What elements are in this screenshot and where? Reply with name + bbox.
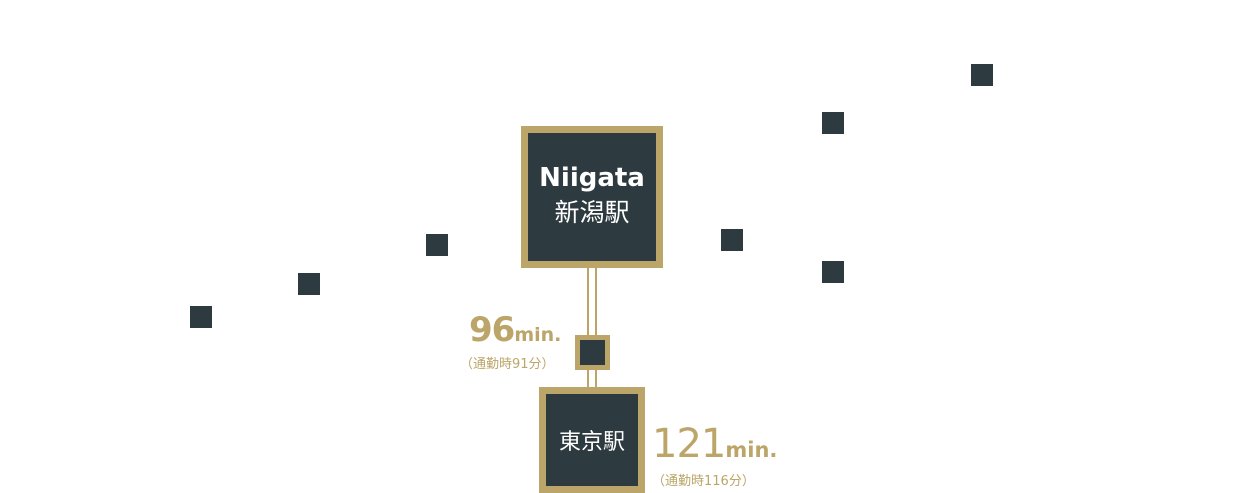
intermediate-station-box — [575, 335, 610, 370]
niigata-name-jp: 新潟駅 — [554, 198, 630, 228]
station-marker — [426, 234, 448, 256]
station-marker — [822, 261, 844, 283]
tokyo-commute-note: （通勤時116分） — [652, 474, 755, 489]
station-marker — [190, 306, 212, 328]
tokyo-travel-time: 121min. — [652, 421, 777, 467]
station-marker — [822, 112, 844, 134]
rail-line — [587, 266, 597, 336]
mid-time-unit: min. — [514, 324, 562, 346]
tokyo-time-value: 121 — [652, 421, 726, 467]
tokyo-name-jp: 東京駅 — [558, 430, 625, 455]
station-marker — [721, 229, 743, 251]
station-marker — [971, 64, 993, 86]
mid-time-value: 96 — [469, 310, 515, 350]
rail-line — [587, 369, 597, 389]
mid-commute-note: （通勤時91分） — [460, 357, 555, 372]
station-marker — [298, 273, 320, 295]
niigata-station-box: Niigata 新潟駅 — [521, 126, 663, 268]
tokyo-time-unit: min. — [725, 438, 778, 462]
mid-travel-time: 96min. — [469, 310, 561, 350]
tokyo-station-box: 東京駅 — [539, 387, 645, 493]
niigata-name-en: Niigata — [539, 163, 645, 194]
